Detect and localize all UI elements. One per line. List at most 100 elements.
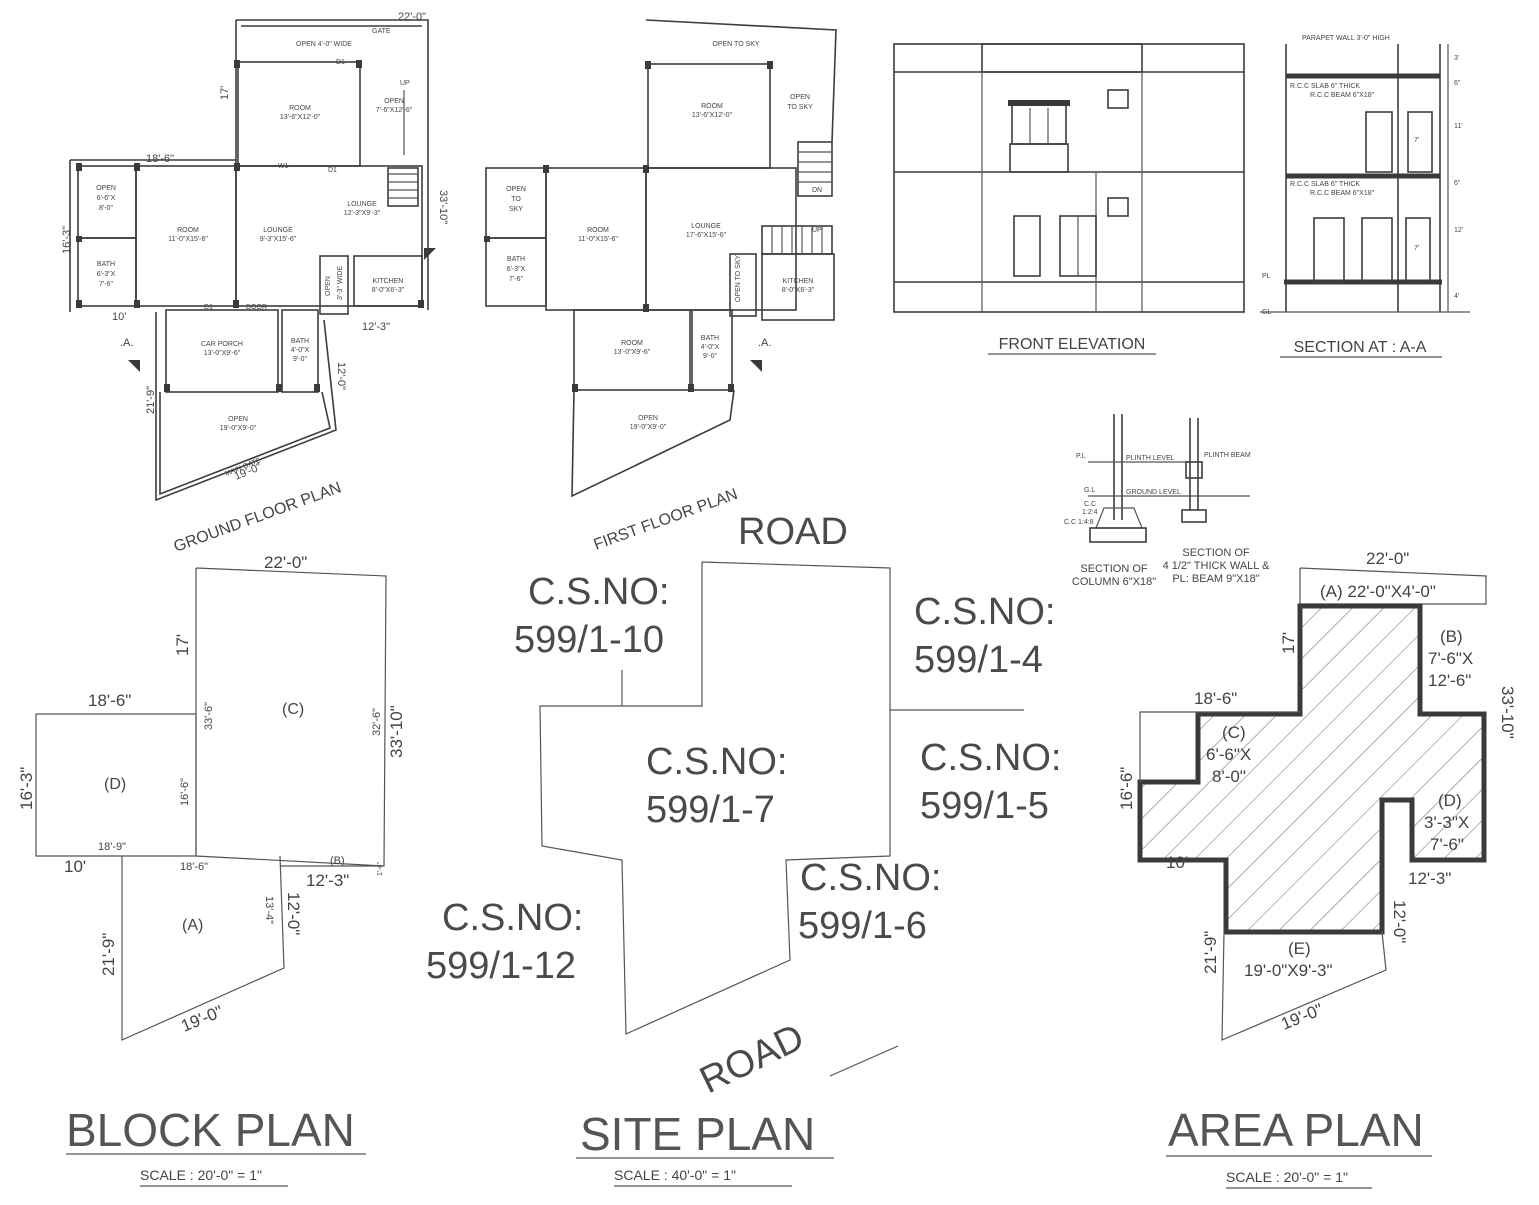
sec-window — [1407, 111, 1433, 173]
sp-road-bottom: ROAD — [694, 1016, 811, 1102]
bp-dim-top: 22'-0" — [264, 553, 307, 572]
ff-lounge-walls — [645, 167, 797, 311]
gf-room1-size: 13'-6"X12'-0" — [280, 114, 321, 121]
ff-column — [688, 384, 694, 392]
ff-room2-size: 11'-0"X15'-6" — [578, 236, 618, 243]
ap-dim-17: 17' — [1279, 632, 1298, 654]
ap-c-size1: 6'-6"X — [1206, 745, 1251, 764]
ff-column — [643, 304, 649, 312]
ap-outline-e — [1221, 931, 1387, 1041]
sec-pl: PL — [1262, 273, 1271, 280]
bp-dim-19-0: 19'-0" — [178, 1002, 225, 1036]
ap-dim-12-0: 12'-0" — [1390, 900, 1409, 943]
ff-bath2-size1: 4'-0"X — [701, 344, 720, 351]
gf-open-left-size1: 6'-6"X — [97, 195, 116, 202]
gf-column — [276, 384, 282, 392]
bp-dim-21-9: 21'-9" — [99, 933, 118, 976]
sec-h11: 11' — [1454, 123, 1463, 130]
gf-up: UP — [400, 80, 410, 87]
gf-gate-label: GATE — [372, 28, 391, 35]
det-caption2-l2: 4 1/2" THICK WALL & — [1163, 560, 1270, 572]
ff-column — [484, 236, 490, 242]
block-plan: 22'-0" 17' 18'-6" 33'-6" 32'-6" 33'-10" … — [17, 553, 406, 1187]
ff-section-marker — [750, 360, 762, 372]
bp-dim-16-3: 16'-3" — [17, 767, 36, 810]
sec-door — [1405, 217, 1431, 283]
ap-dim-18-6: 18'-6" — [1194, 689, 1237, 708]
sp-cs-4: 599/1-4 — [914, 639, 1043, 681]
ap-outline-a — [1299, 567, 1487, 605]
sp-road-top: ROAD — [738, 511, 848, 553]
gf-column — [134, 300, 140, 308]
gf-column — [314, 384, 320, 392]
gf-lounge2-size: 12'-3"X9'-3" — [344, 210, 381, 217]
fe-window-shade — [1008, 100, 1070, 106]
gf-lounge2-name: LOUNGE — [347, 201, 377, 208]
gf-open-bottom — [159, 391, 331, 496]
gf-stair — [387, 167, 419, 207]
ap-title: AREA PLAN — [1168, 1104, 1424, 1156]
bp-dim-1-4: 1'-4" — [377, 862, 384, 876]
bp-label-a: (A) — [182, 917, 203, 934]
ff-open-sky-right-2: TO SKY — [787, 104, 813, 111]
gf-kitchen-size: 8'-0"X6'-3" — [372, 287, 405, 294]
ff-column — [767, 61, 773, 69]
sp-cs-label-12: C.S.NO: — [442, 897, 583, 939]
gf-section-marker — [424, 248, 436, 260]
ap-c-size2: 8'-0" — [1212, 767, 1246, 786]
ap-dim-10: 10' — [1166, 853, 1188, 872]
ff-bath-size1: 6'-3"X — [507, 266, 526, 273]
ff-bath2-size2: 9'-0" — [703, 353, 717, 360]
gf-column — [234, 163, 240, 171]
det-footing-base — [1089, 527, 1147, 543]
gf-open-narrow-size: 3'-3" WIDE — [337, 266, 344, 300]
det-caption1-l1: SECTION OF — [1080, 563, 1148, 575]
ap-b-size2: 12'-6" — [1428, 671, 1471, 690]
bp-dim-33-10: 33'-10" — [387, 705, 406, 758]
gf-room1-name: ROOM — [289, 105, 311, 112]
gf-room2-name: ROOM — [177, 227, 199, 234]
det-wall-footing — [1181, 509, 1207, 523]
gf-outer-wall — [236, 19, 429, 310]
ap-a-label: (A) 22'-0"X4'-0" — [1320, 582, 1436, 601]
ff-stair2 — [761, 225, 833, 255]
bp-dim-17: 17' — [173, 634, 192, 656]
fe-vent-lower — [1107, 197, 1129, 217]
bp-label-c: (C) — [282, 701, 304, 718]
ap-dim-16-6: 16'-6" — [1117, 767, 1136, 810]
gf-bath2-name: BATH — [291, 338, 309, 345]
sec-door — [1313, 217, 1345, 283]
gf-section-mark: .A. — [120, 337, 133, 349]
gf-open-left-size2: 8'-0" — [99, 205, 113, 212]
gf-porch-name: CAR PORCH — [201, 341, 243, 348]
bp-dim-18-9: 18'-9" — [98, 841, 126, 853]
gf-lounge1-size: 9'-3"X15'-6" — [260, 236, 297, 243]
det-footing — [1095, 507, 1143, 529]
ff-kitchen-size: 8'-0"X6'-3" — [782, 287, 815, 294]
det-caption1-l2: COLUMN 6"X18" — [1072, 576, 1156, 588]
ground-floor-plan: OPEN 4'-0" WIDE GATE 22'-0" 17' 18'-6" 1… — [61, 11, 449, 556]
bp-title: BLOCK PLAN — [66, 1104, 355, 1156]
ff-stair — [797, 141, 833, 197]
bp-dim-13-4: 13'-4" — [263, 896, 275, 924]
gf-open-bottom-size: 19'-0"X9'-0" — [220, 425, 257, 432]
fe-outline — [893, 43, 1245, 313]
bp-scale: SCALE : 20'-0" = 1" — [140, 1167, 262, 1183]
bp-dim-18-6-top: 18'-6" — [88, 691, 131, 710]
bp-dim-18-6-bottom: 18'-6" — [180, 861, 208, 873]
gf-column — [356, 60, 362, 68]
fe-parapet-top — [981, 43, 1143, 73]
ap-dim-top: 22'-0" — [1366, 549, 1409, 568]
ff-column — [728, 384, 734, 392]
gf-porch-walls — [165, 309, 279, 393]
ap-dim-19-0: 19'-0" — [1278, 1000, 1325, 1034]
gf-bath-size2: 7'-6" — [99, 281, 113, 288]
fe-balcony — [1009, 143, 1069, 173]
ff-bath2-walls — [691, 309, 733, 391]
ff-lounge-size: 17'-6"X15'-6" — [686, 232, 727, 239]
ff-open-sky-right-1: OPEN — [790, 94, 810, 101]
gf-dim-top: 22'-0" — [398, 11, 426, 23]
ap-c-label: (C) — [1222, 723, 1246, 742]
gf-dim-21-9: 21'-9" — [145, 386, 157, 414]
sec-h12: 12' — [1454, 227, 1463, 234]
